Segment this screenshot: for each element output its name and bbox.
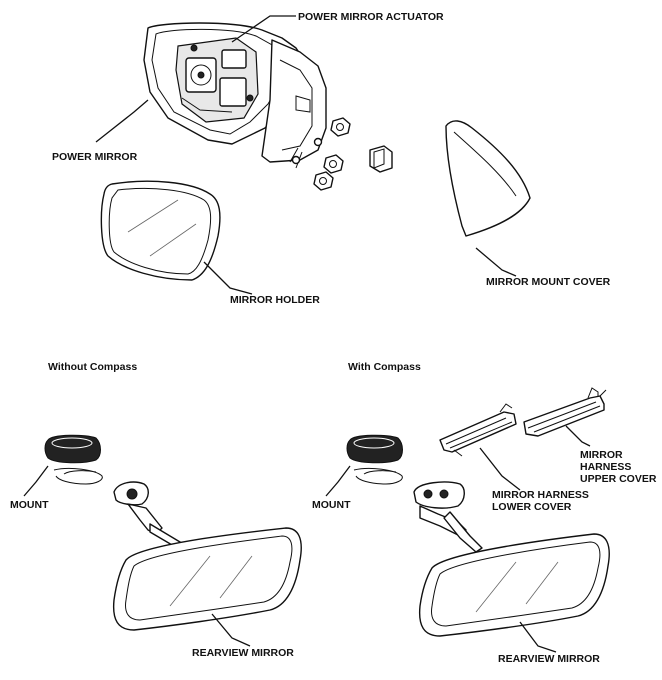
mirror-harness-upper-cover-label-1: MIRROR [580, 449, 623, 461]
mirror-harness-lower-cover-label-2: LOWER COVER [492, 501, 572, 513]
mirror-harness-upper-cover-label-3: UPPER COVER [580, 473, 657, 485]
mount-left-part [44, 434, 101, 464]
mount-right-part [346, 434, 403, 464]
mirror-holder-part [100, 180, 221, 281]
mirror-clip [369, 145, 393, 173]
mirror-mount-cover-label: MIRROR MOUNT COVER [486, 276, 611, 288]
mirror-harness-upper-cover-part [523, 387, 607, 437]
mirror-harness-upper-cover-label-2: HARNESS [580, 461, 631, 473]
mounting-nuts [313, 117, 351, 191]
rearview-mirror-left-label: REARVIEW MIRROR [192, 647, 294, 659]
mirror-holder-label: MIRROR HOLDER [230, 294, 320, 306]
without-compass-heading: Without Compass [48, 361, 137, 373]
mount-left-label: MOUNT [10, 499, 49, 511]
nut-2 [323, 154, 344, 174]
nut-3 [313, 171, 334, 191]
rearview-without-compass [44, 434, 302, 631]
mount-right-label: MOUNT [312, 499, 351, 511]
power-mirror-label: POWER MIRROR [52, 151, 138, 163]
rearview-with-compass [346, 387, 610, 637]
power-mirror-actuator-part [175, 37, 259, 123]
mirror-harness-lower-cover-label-1: MIRROR HARNESS [492, 489, 589, 501]
rearview-mirror-right-label: REARVIEW MIRROR [498, 653, 600, 665]
mirror-harness-lower-cover-part [439, 403, 517, 457]
mirror-mount-cover-part [445, 120, 531, 237]
nut-1 [330, 117, 351, 137]
leader-lines [23, 15, 591, 653]
power-mirror-assembly [143, 22, 327, 169]
power-mirror-actuator-label: POWER MIRROR ACTUATOR [298, 11, 444, 23]
with-compass-heading: With Compass [348, 361, 421, 373]
